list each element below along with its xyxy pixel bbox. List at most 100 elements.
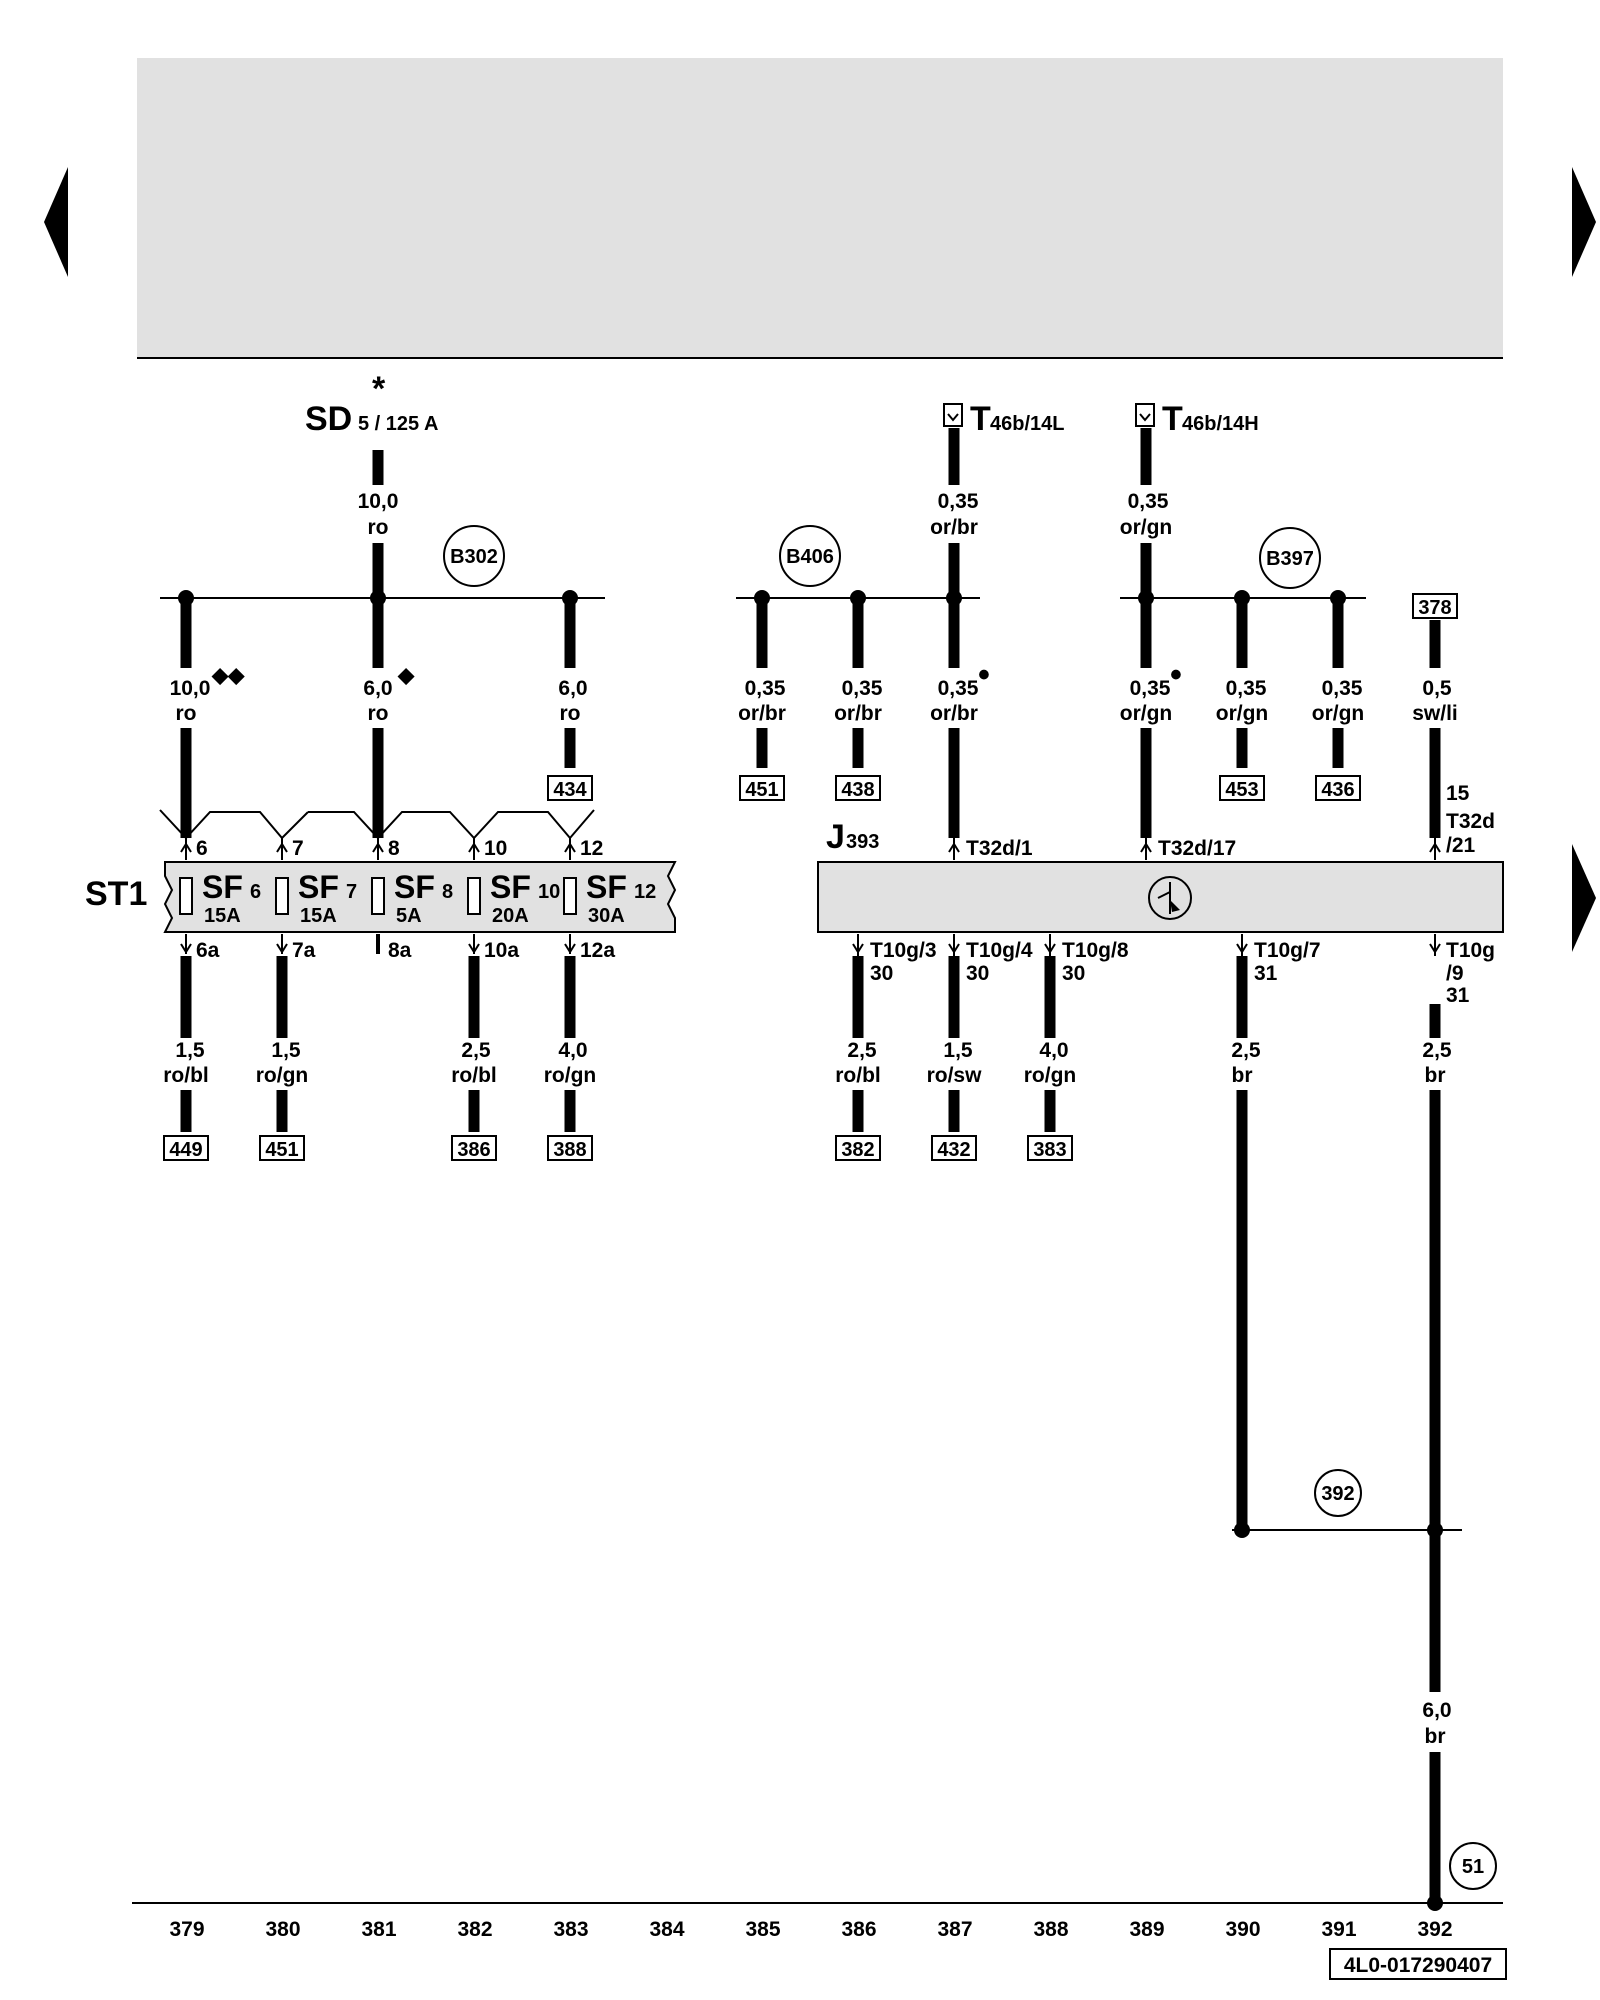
ref-box-451-top[interactable]: [739, 775, 785, 801]
column-number: 387: [937, 1918, 972, 1941]
pin-arrow-icon: [1429, 842, 1441, 853]
wire-387-gauge: 0,35: [938, 677, 979, 700]
column-number: 381: [361, 1918, 396, 1941]
ref-box-383[interactable]: [1027, 1135, 1073, 1161]
wire-391-gauge: 0,35: [1322, 677, 1363, 700]
fuse-7-num: 7: [346, 881, 357, 903]
fuse-6-name: SF: [202, 869, 243, 905]
control-unit-symbol-icon: [1148, 876, 1192, 920]
pin-t10g-3-term: 30: [870, 962, 893, 985]
ref-449[interactable]: 449: [169, 1139, 202, 1161]
wire-o383-gauge: 4,0: [558, 1039, 587, 1062]
ref-378[interactable]: 378: [1418, 597, 1451, 619]
ref-box-449[interactable]: [163, 1135, 209, 1161]
wire-o387-color: ro/sw: [927, 1064, 983, 1087]
wire-381-color: ro: [368, 702, 389, 725]
fuse-6-amp: 15A: [204, 905, 241, 927]
splice-b302-label: B302: [450, 546, 498, 568]
wire-392-color: sw/li: [1412, 702, 1458, 725]
sd-sub: 5 / 125 A: [358, 413, 438, 435]
ref-box-382[interactable]: [835, 1135, 881, 1161]
connector-icon: [943, 403, 963, 427]
wire-o392-color: br: [1425, 1064, 1446, 1087]
column-number: 386: [841, 1918, 876, 1941]
ref-436[interactable]: 436: [1321, 779, 1354, 801]
ref-434[interactable]: 434: [553, 779, 587, 801]
ref-388[interactable]: 388: [553, 1139, 586, 1161]
wire-381-gauge: 6,0: [363, 677, 392, 700]
ref-386[interactable]: 386: [457, 1139, 490, 1161]
ref-box-434[interactable]: [547, 775, 593, 801]
wire-379-mark: ◆◆: [211, 664, 245, 687]
pin-t10g-3: T10g/3: [870, 939, 937, 962]
ref-382[interactable]: 382: [841, 1139, 874, 1161]
column-number: 392: [1417, 1918, 1452, 1941]
wire-o379-gauge: 1,5: [175, 1039, 205, 1062]
fuse-7-name: SF: [298, 869, 339, 905]
fuse-10-out-pin: 10a: [484, 939, 519, 962]
wire-o382-color: ro/bl: [451, 1064, 497, 1087]
column-number: 384: [649, 1918, 684, 1941]
fuse-12-out-pin: 12a: [580, 939, 615, 962]
pin-arrow-icon: [1429, 943, 1441, 954]
fuse-12-symbol: [563, 877, 577, 915]
ref-box-432[interactable]: [931, 1135, 977, 1161]
ref-383[interactable]: 383: [1033, 1139, 1066, 1161]
wire-383-gauge: 6,0: [558, 677, 587, 700]
next-page-arrow-icon-2[interactable]: [1572, 844, 1596, 952]
wire-o380-color: ro/gn: [256, 1064, 309, 1087]
column-number: 388: [1033, 1918, 1068, 1941]
wire-o386-color: ro/bl: [835, 1064, 881, 1087]
next-page-arrow-icon[interactable]: [1572, 167, 1596, 277]
bridge-right: [308, 809, 595, 840]
column-number: 382: [457, 1918, 492, 1941]
wire-o388-gauge: 4,0: [1039, 1039, 1068, 1062]
ref-453[interactable]: 453: [1225, 779, 1258, 801]
wire-391-color: or/gn: [1312, 702, 1365, 725]
pin-arrow-icon: [180, 943, 192, 954]
previous-page-arrow-icon[interactable]: [44, 167, 68, 277]
wire-o380-gauge: 1,5: [271, 1039, 301, 1062]
wire-390-color: or/gn: [1216, 702, 1269, 725]
ref-box-378[interactable]: [1412, 593, 1458, 619]
ref-box-388[interactable]: [547, 1135, 593, 1161]
pin-t32d-17: T32d/17: [1158, 837, 1236, 860]
splice-392-label: 392: [1321, 1483, 1354, 1505]
control-unit-symbol-icon: [1157, 891, 1171, 899]
wire-387-top-gauge: 0,35: [938, 490, 979, 513]
fuse-8-amp: 5A: [396, 905, 422, 927]
connector-t46b-14h-sub: 46b/14H: [1182, 413, 1259, 435]
wire-o387-gauge: 1,5: [943, 1039, 973, 1062]
pin-arrow-icon: [276, 943, 288, 954]
ref-438[interactable]: 438: [841, 779, 874, 801]
pin-arrow-icon: [1236, 943, 1248, 954]
wire-386-gauge: 0,35: [842, 677, 883, 700]
ref-box-453[interactable]: [1219, 775, 1265, 801]
st1-label: ST1: [85, 875, 147, 913]
ref-box-386[interactable]: [451, 1135, 497, 1161]
wire-sd-gauge: 10,0: [358, 490, 399, 513]
pin-t32d-21: /21: [1446, 834, 1476, 857]
ref-box-436[interactable]: [1315, 775, 1361, 801]
ref-451[interactable]: 451: [265, 1139, 298, 1161]
wire-392-gauge: 0,5: [1422, 677, 1452, 700]
pin-arrow-icon: [276, 842, 288, 853]
pin-t10g-9-term: 31: [1446, 984, 1470, 1007]
pin-arrow-icon: [948, 943, 960, 954]
ref-box-451[interactable]: [259, 1135, 305, 1161]
fuse-10-name: SF: [490, 869, 531, 905]
ref-432[interactable]: 432: [937, 1139, 970, 1161]
column-number: 389: [1129, 1918, 1164, 1941]
pin-t10g-8-term: 30: [1062, 962, 1085, 985]
pin-arrow-icon: [564, 842, 576, 853]
splice-b397: [1259, 527, 1321, 589]
connector-arrow-icon: [947, 413, 959, 422]
connector-icon: [1135, 403, 1155, 427]
ref-451-top[interactable]: 451: [745, 779, 778, 801]
splice-b406: [779, 525, 841, 587]
ref-box-438[interactable]: [835, 775, 881, 801]
fuse-10-in-pin: 10: [484, 837, 507, 860]
pin-arrow-icon: [564, 943, 576, 954]
ground-51-label: 51: [1462, 1856, 1484, 1878]
